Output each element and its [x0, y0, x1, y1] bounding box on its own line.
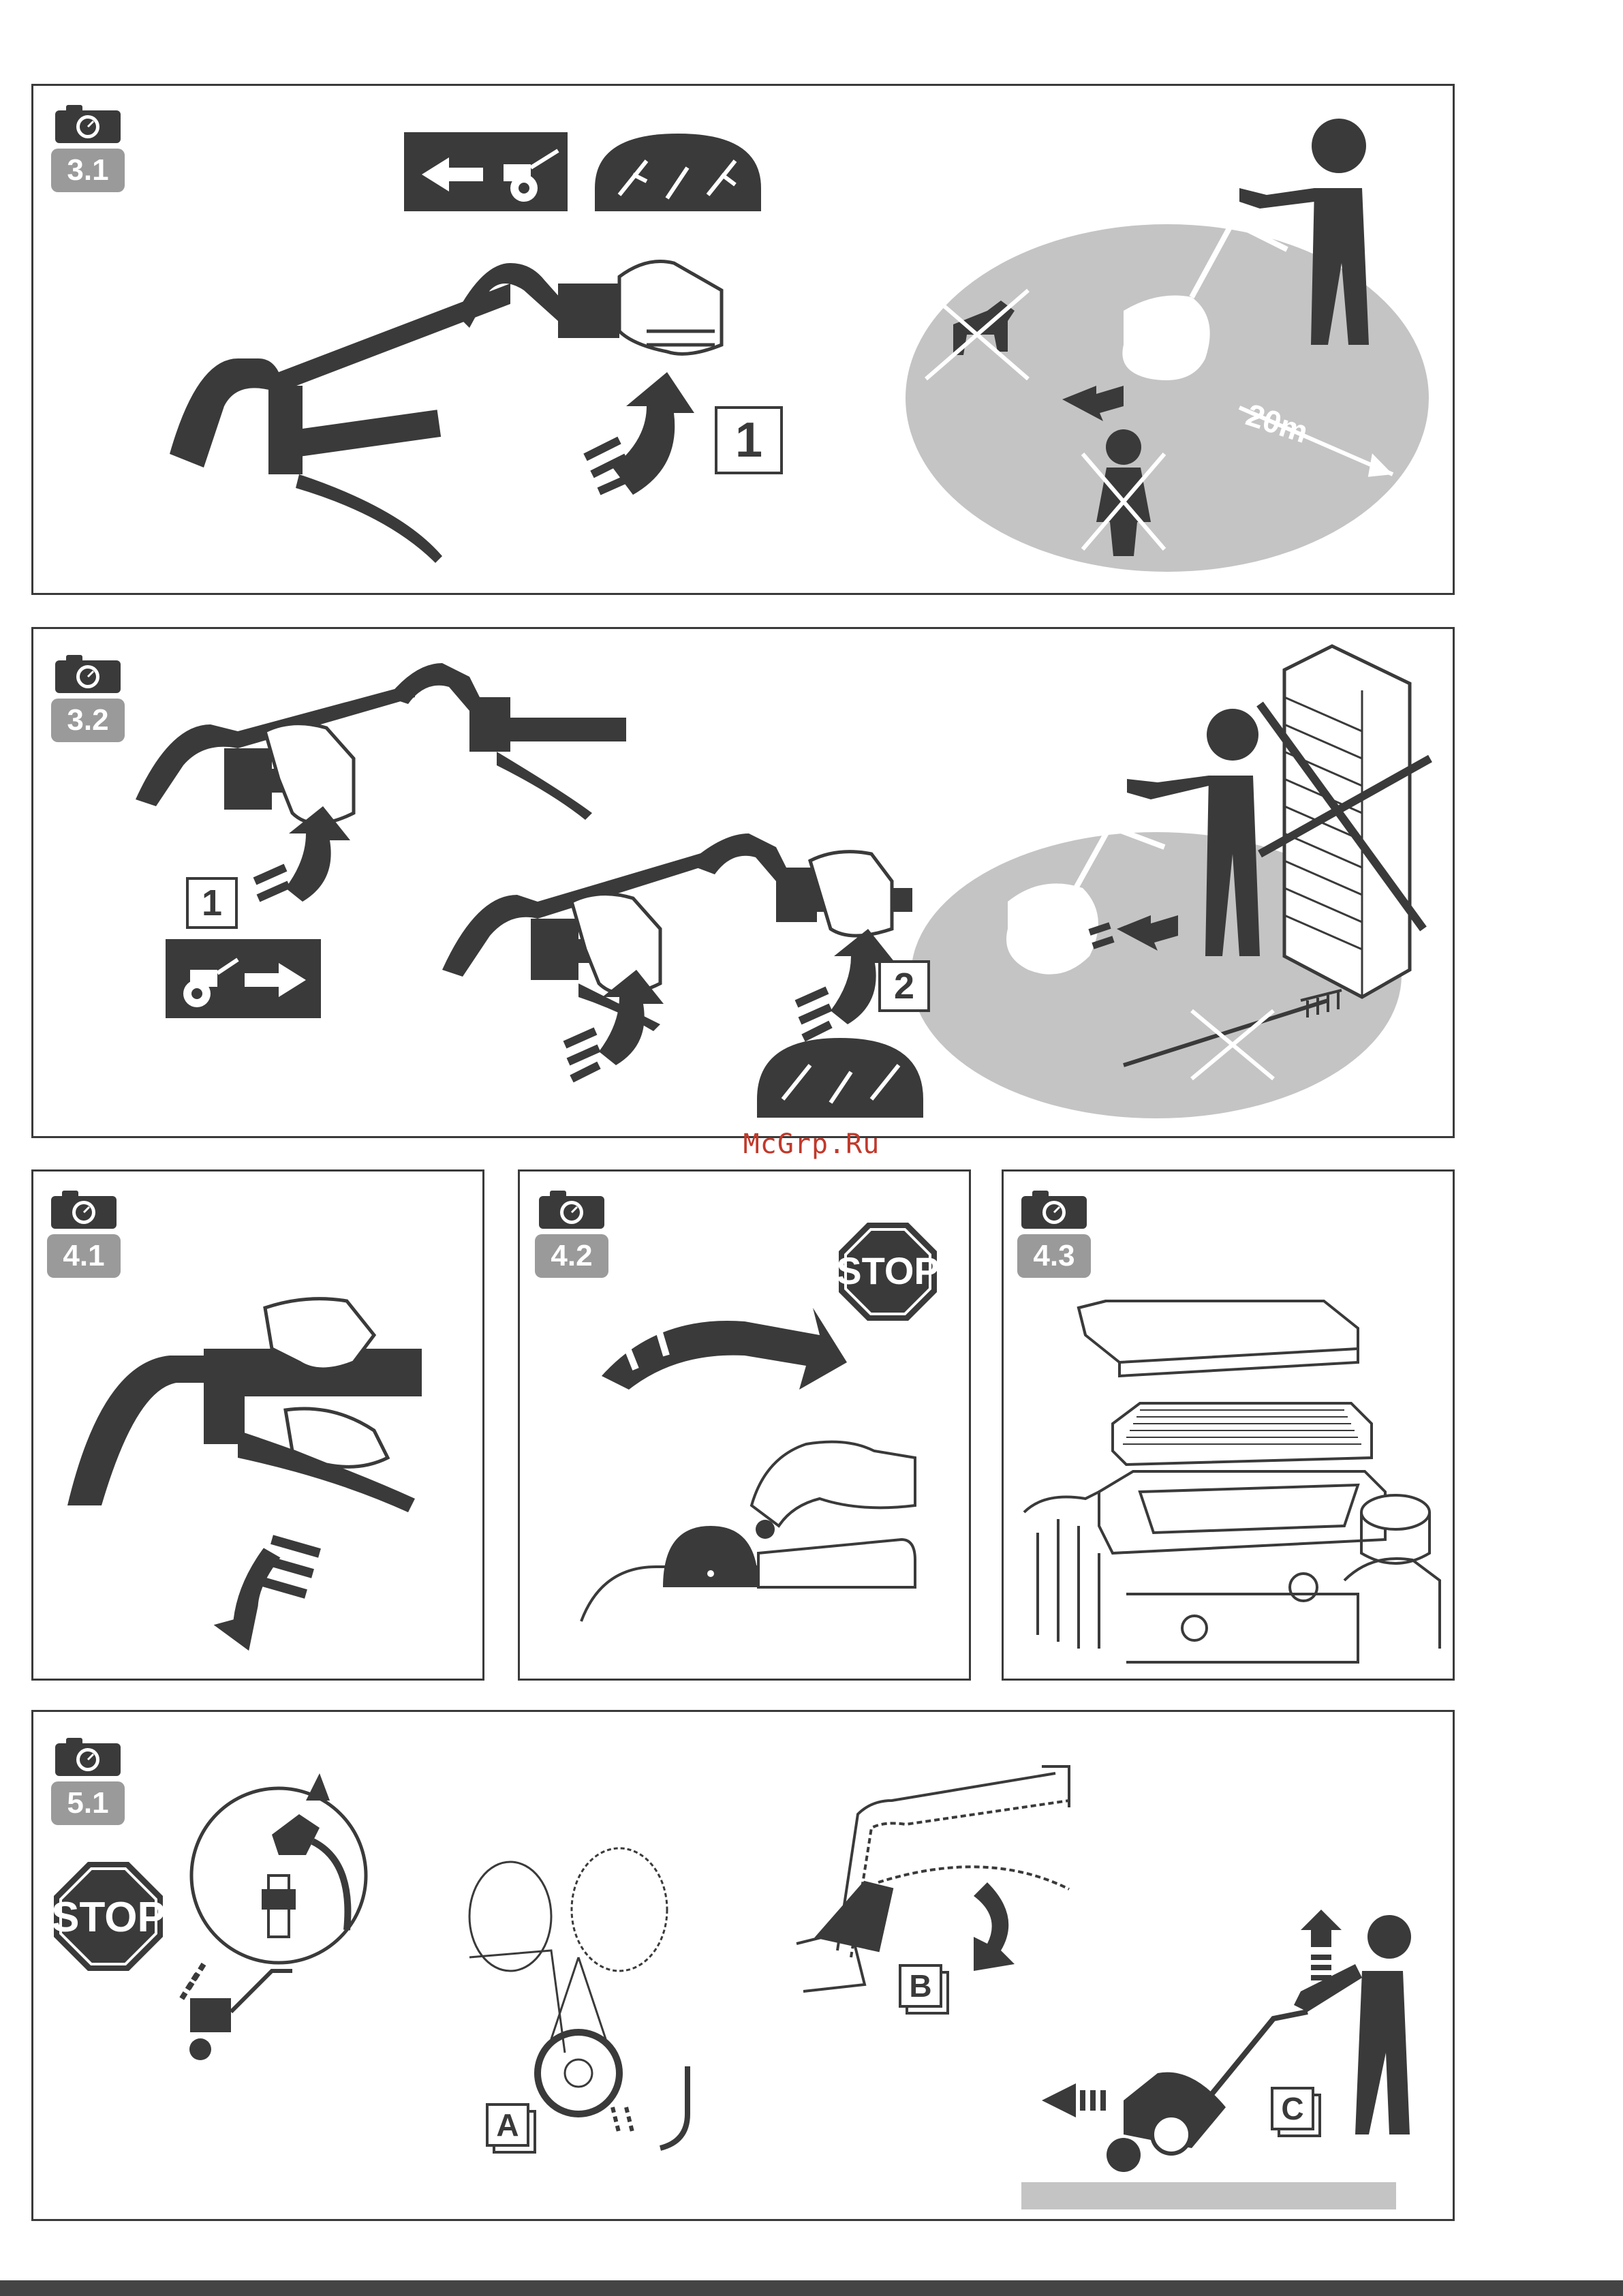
- clutch-release-illustration: [33, 1172, 484, 1681]
- watermark: McGrp.Ru: [0, 1129, 1623, 1160]
- panel-4-1: 4.1: [31, 1169, 484, 1681]
- handlebar-release-illustration: [33, 629, 1455, 1138]
- page-bottom-edge: [0, 2280, 1623, 2296]
- step-c-illustration: [1021, 1910, 1411, 2209]
- stop-sign-text: STOP: [836, 1249, 939, 1292]
- step-number-2: 2: [878, 960, 930, 1012]
- panel-3-2: 3.2: [31, 627, 1455, 1138]
- stop-sign-icon: STOP: [836, 1223, 939, 1321]
- tines-icon: [757, 1038, 923, 1118]
- safety-zone-diagram: [906, 119, 1429, 572]
- step-a-illustration: [469, 1848, 667, 2114]
- throttle-stop-illustration: STOP: [520, 1172, 971, 1681]
- panel-5-1: 5.1 STOP: [31, 1710, 1455, 2221]
- step-label-c: C: [1271, 2087, 1314, 2130]
- panel-4-3: 4.3: [1002, 1169, 1455, 1681]
- step-b-illustration: [797, 1766, 1069, 1991]
- push-arrow: [585, 372, 694, 495]
- handlebar-engage-illustration: [33, 86, 1455, 595]
- step-label-a: A: [486, 2103, 529, 2147]
- air-filter-illustration: [1004, 1172, 1455, 1681]
- transport-wheel-illustration: STOP: [33, 1712, 1455, 2221]
- panel-3-1: 3.1: [31, 84, 1455, 595]
- panel-4-2: 4.2 STOP: [518, 1169, 971, 1681]
- spark-plug-icon: [191, 1773, 366, 1963]
- tiller-forward-icon: [404, 132, 568, 211]
- tines-icon: [595, 134, 761, 211]
- tiller-reverse-icon: [166, 939, 321, 1018]
- safety-zone-diagram: [911, 646, 1430, 1118]
- wall-obstacle: [1260, 646, 1430, 997]
- step-number-1: 1: [715, 406, 783, 474]
- stop-sign-icon: STOP: [51, 1862, 166, 1971]
- step-number-1: 1: [186, 877, 238, 929]
- hand-illustration: [619, 262, 722, 354]
- step-label-b: B: [899, 1964, 942, 2008]
- stop-sign-text: STOP: [51, 1894, 166, 1941]
